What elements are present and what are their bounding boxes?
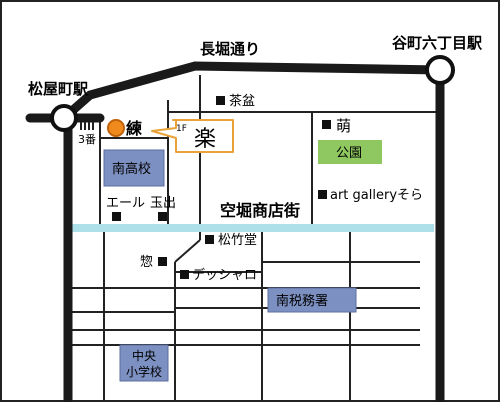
shopping-street-label: 空堀商店街 xyxy=(220,201,300,220)
venue-marker xyxy=(107,119,125,137)
landmark-squares xyxy=(112,96,331,279)
south-high-school-block xyxy=(103,149,165,187)
sabon-label: 茶盆 xyxy=(229,93,255,109)
tamade-square xyxy=(158,212,167,221)
streets xyxy=(72,75,440,402)
moe-square xyxy=(322,120,331,129)
desshalo-square xyxy=(180,270,189,279)
main-roads xyxy=(25,61,445,402)
station-tanimachi-label: 谷町六丁目駅 xyxy=(392,34,483,52)
desshalo-label: デッシャロ xyxy=(192,267,257,283)
river xyxy=(68,224,434,232)
so-square xyxy=(158,257,167,266)
venue-sign: 楽 xyxy=(194,127,216,152)
ale-label: エール xyxy=(106,196,145,211)
chuo-school-label-line1: 中央 xyxy=(132,348,156,363)
exit-3-marker xyxy=(80,122,94,130)
art-gallery-label: art galleryそら xyxy=(330,188,423,203)
floor-label: 1F xyxy=(176,124,187,134)
nagahori-dori-road xyxy=(59,61,445,123)
chuo-school-block xyxy=(119,344,169,382)
tax-office-block xyxy=(267,287,357,313)
station-matsuyamachi-marker xyxy=(50,104,78,132)
shochikudo-square xyxy=(205,235,214,244)
chuo-school-label-line2: 小学校 xyxy=(126,364,162,379)
south-high-school-label: 南高校 xyxy=(112,161,151,177)
nagahori-dori-label: 長堀通り xyxy=(200,40,260,58)
ale-square xyxy=(112,212,121,221)
station-tanimachi-marker xyxy=(425,55,455,85)
art-gallery-square xyxy=(318,190,327,199)
sabon-square xyxy=(216,96,225,105)
park-label: 公園 xyxy=(336,146,362,161)
moe-label: 萌 xyxy=(336,117,351,135)
tamade-label: 玉出 xyxy=(150,196,176,211)
park-block xyxy=(318,140,382,164)
so-label: 惣 xyxy=(140,255,153,270)
venue-label: 練 xyxy=(126,119,142,138)
tax-office-label: 南税務署 xyxy=(276,293,328,309)
venue-balloon xyxy=(151,119,234,153)
exit-label: 3番 xyxy=(78,133,96,146)
shochikudo-label: 松竹堂 xyxy=(218,233,257,248)
station-matsuyamachi-label: 松屋町駅 xyxy=(28,80,89,98)
